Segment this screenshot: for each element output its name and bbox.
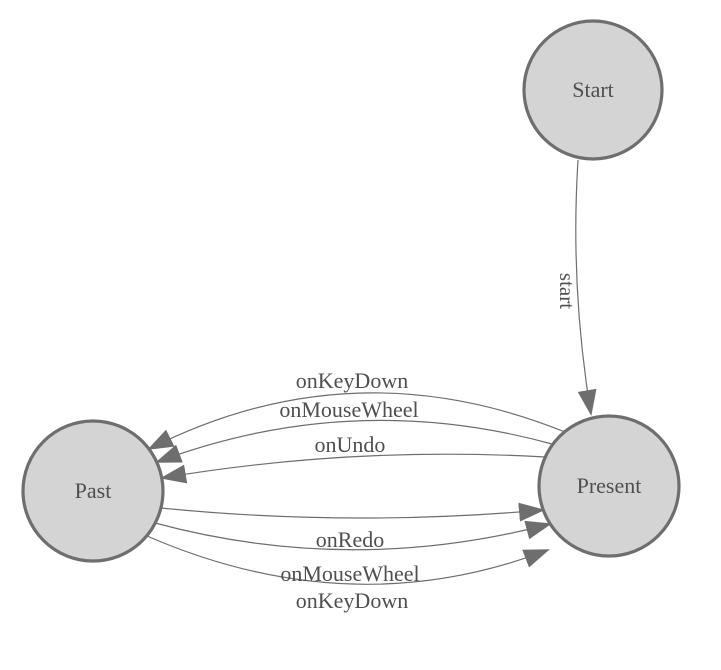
edge-label-onredo: onRedo xyxy=(316,527,384,552)
edge-label-onmousewheel-top: onMouseWheel xyxy=(279,397,418,422)
edge-start-to-present xyxy=(575,159,597,416)
node-start-label: Start xyxy=(572,77,614,102)
node-present-label: Present xyxy=(577,473,642,498)
edge-label-start: start xyxy=(555,273,579,309)
node-start-shape xyxy=(522,19,664,161)
node-start: Start xyxy=(522,19,664,161)
edge-label-onmousewheel-bottom: onMouseWheel xyxy=(280,561,419,586)
edges-layer xyxy=(146,159,597,585)
edge-label-onkeydown-bottom: onKeyDown xyxy=(296,588,408,613)
edge-present-to-past-onkeydown xyxy=(147,392,566,450)
node-past: Past xyxy=(21,419,165,563)
edge-past-to-present-onmousewheel xyxy=(154,520,552,551)
edge-labels-layer: start onKeyDown onMouseWheel onUndo onRe… xyxy=(279,273,579,613)
edge-present-to-past-onmousewheel xyxy=(155,419,553,463)
node-present: Present xyxy=(537,414,681,558)
edge-present-to-past-onundo xyxy=(160,453,546,484)
edge-label-onundo: onUndo xyxy=(315,432,386,457)
node-past-label: Past xyxy=(75,478,112,503)
edge-past-to-present-onkeydown xyxy=(146,535,550,585)
edge-label-onkeydown-top: onKeyDown xyxy=(296,368,408,393)
node-present-shape xyxy=(537,414,681,558)
node-past-shape xyxy=(21,419,165,563)
edge-past-to-present-onredo xyxy=(160,502,545,522)
